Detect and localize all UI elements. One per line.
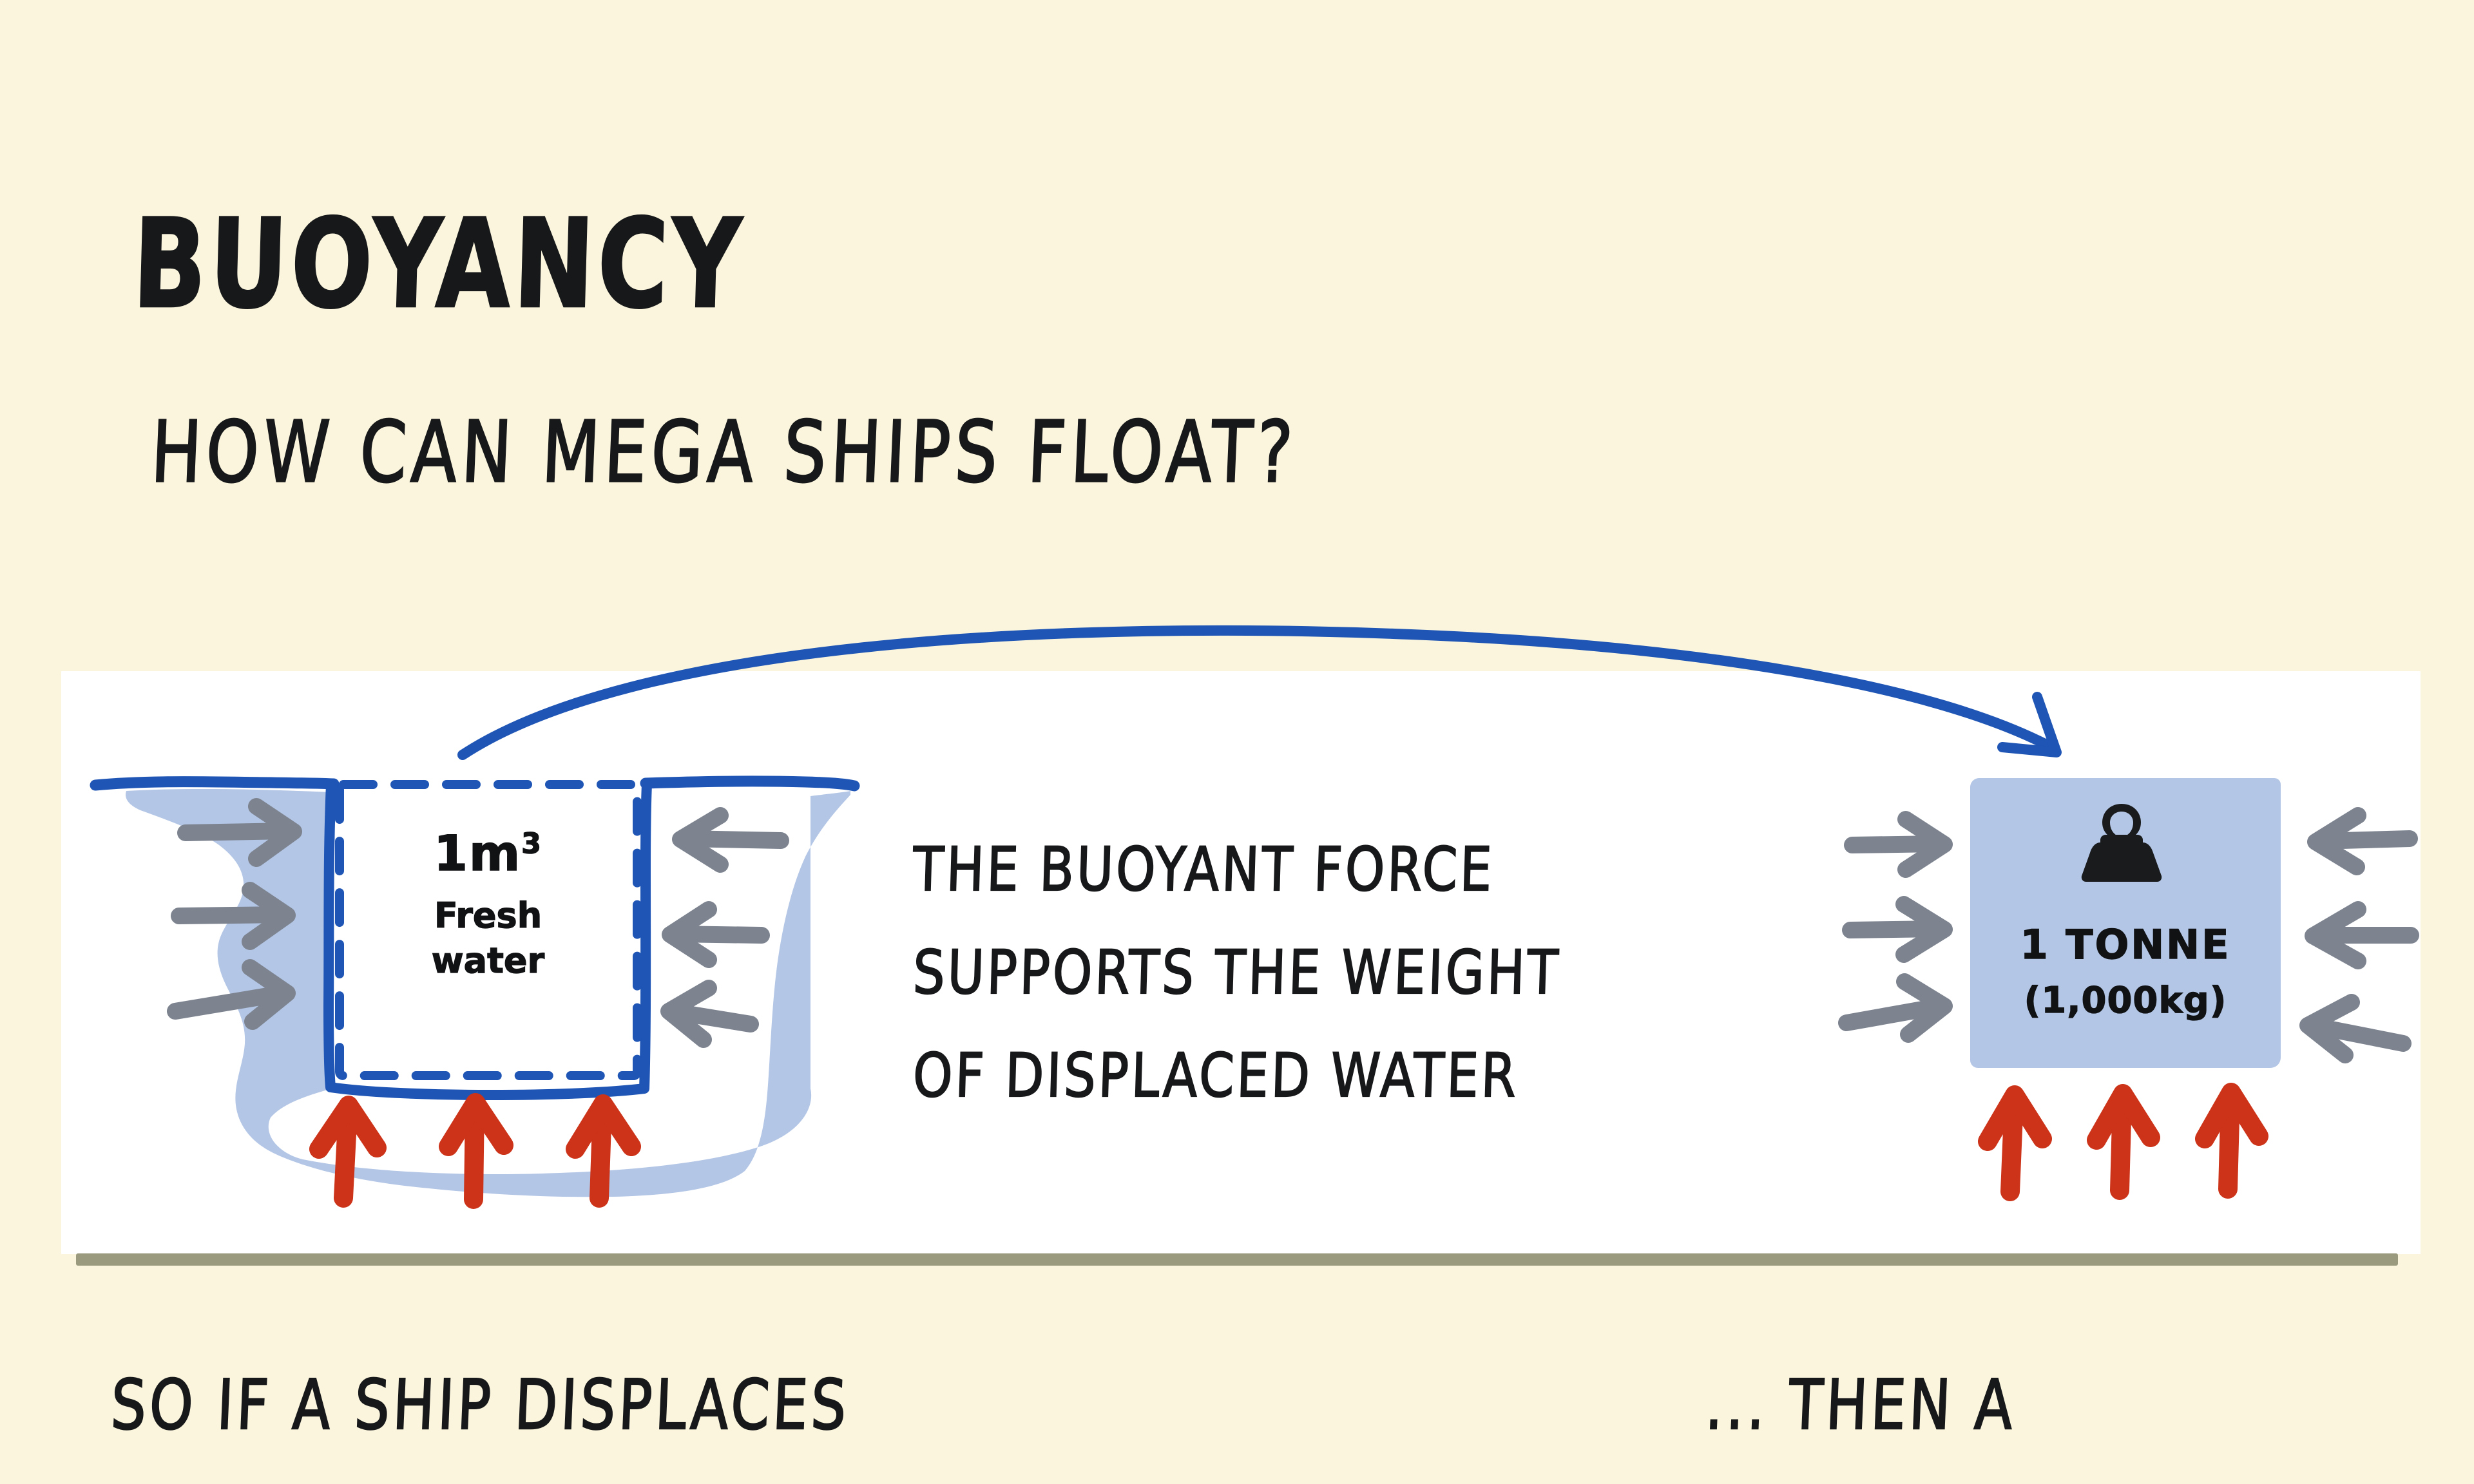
ground-bar bbox=[76, 1253, 2398, 1266]
footer-text-right: ... THEN A bbox=[1703, 1365, 2019, 1446]
block-label-group: 1 TONNE (1,000kg) bbox=[1970, 920, 2281, 1022]
mass-label: 1 TONNE bbox=[2020, 920, 2231, 968]
explanation-line-3: OF DISPLACED WATER bbox=[912, 1041, 1520, 1112]
page-title: BUOYANCY bbox=[130, 192, 747, 336]
weight-icon bbox=[2081, 804, 2162, 882]
explanation-text-block: THE BUOYANT FORCE SUPPORTS THE WEIGHT OF… bbox=[912, 808, 1740, 1118]
page-subtitle: HOW CAN MEGA SHIPS FLOAT? bbox=[148, 402, 1299, 502]
mass-detail-label: (1,000kg) bbox=[2024, 979, 2227, 1022]
footer-text-left: SO IF A SHIP DISPLACES bbox=[109, 1365, 852, 1446]
one-tonne-block bbox=[1970, 778, 2281, 1068]
